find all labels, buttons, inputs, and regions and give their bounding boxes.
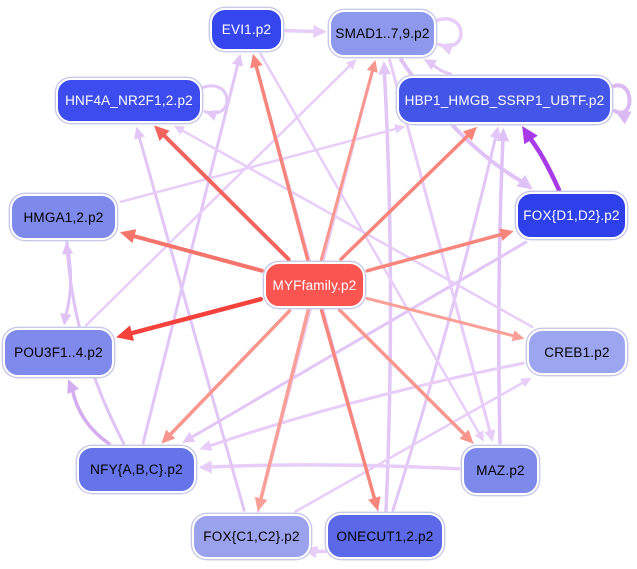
edge: [430, 62, 453, 76]
edge: [391, 133, 498, 512]
node-label: MYFfamily.p2: [272, 277, 357, 293]
edge: [365, 296, 517, 338]
edge: [70, 387, 111, 446]
node-label: HBP1_HMGB_SSRP1_UBTF.p2: [404, 92, 605, 108]
edge-arrowhead: [499, 228, 514, 241]
edge: [497, 136, 505, 445]
edge-arrowhead: [366, 59, 378, 73]
edge-arrowhead: [198, 460, 212, 474]
edge: [337, 308, 468, 438]
node-evi1[interactable]: EVI1.p2: [210, 8, 283, 51]
node-maz[interactable]: MAZ.p2: [462, 446, 539, 495]
edge: [339, 132, 471, 261]
edge-arrowhead: [173, 125, 186, 135]
edge: [160, 132, 291, 262]
node-hmga1[interactable]: HMGA1,2.p2: [10, 194, 117, 240]
edge: [608, 83, 632, 115]
node-label: ONECUT1,2.p2: [336, 528, 434, 544]
node-onecut[interactable]: ONECUT1,2.p2: [326, 513, 444, 559]
node-label: SMAD1..7,9.p2: [335, 26, 430, 41]
edge-arrowhead: [511, 330, 525, 342]
edge-arrowhead: [516, 174, 533, 190]
edge: [382, 70, 393, 513]
edge: [127, 296, 263, 337]
node-label: MAZ.p2: [476, 463, 525, 478]
edge-arrowhead: [313, 25, 327, 38]
edge-arrowhead: [134, 126, 145, 140]
node-pou3f[interactable]: POU3F1..4.p2: [3, 328, 114, 377]
edge-arrowhead: [119, 229, 137, 244]
node-label: NFY{A,B,C}.p2: [90, 462, 183, 477]
edge: [365, 232, 505, 273]
node-label: POU3F1..4.p2: [14, 345, 103, 360]
edge-arrowhead: [368, 496, 381, 511]
edge-arrowhead: [60, 313, 72, 326]
edge-arrowhead: [378, 61, 391, 75]
node-myf[interactable]: MYFfamily.p2: [264, 262, 365, 308]
edge-arrowhead: [182, 432, 196, 443]
edge-arrowhead: [474, 430, 484, 442]
edge-arrowhead: [489, 126, 501, 140]
edge-arrowhead: [67, 379, 80, 394]
edge: [188, 240, 528, 440]
edge-arrowhead: [254, 496, 268, 512]
edge-arrowhead: [615, 111, 632, 125]
edge-arrowhead: [62, 242, 74, 255]
node-foxc[interactable]: FOX{C1,C2}.p2: [192, 514, 311, 559]
edge-arrowhead: [394, 124, 406, 134]
edge-arrowhead: [459, 429, 474, 444]
edge: [167, 309, 292, 438]
edge: [137, 134, 246, 512]
edge-arrowhead: [232, 53, 244, 67]
edge: [207, 463, 461, 471]
edge-arrowhead: [250, 53, 263, 69]
edge: [258, 308, 310, 503]
node-nfy[interactable]: NFY{A,B,C}.p2: [77, 446, 196, 493]
node-smad[interactable]: SMAD1..7,9.p2: [329, 10, 436, 57]
edge-arrowhead: [161, 429, 176, 444]
edge: [319, 67, 375, 262]
edge-arrowhead: [423, 59, 437, 70]
edge-arrowhead: [520, 377, 532, 388]
node-label: HMGA1,2.p2: [23, 209, 104, 225]
node-foxd[interactable]: FOX{D1,D2}.p2: [516, 192, 627, 239]
edge: [283, 28, 318, 34]
edge-arrowhead: [439, 42, 454, 56]
edge: [119, 127, 400, 204]
edge: [294, 380, 526, 513]
node-label: HNF4A_NR2F1,2.p2: [65, 93, 193, 108]
edge-arrowhead: [116, 325, 135, 341]
edge-arrowhead: [154, 125, 170, 142]
edge: [84, 63, 353, 327]
node-label: FOX{D1,D2}.p2: [523, 208, 620, 223]
edge-arrowhead: [522, 126, 538, 145]
node-hbp1[interactable]: HBP1_HMGB_SSRP1_UBTF.p2: [397, 76, 612, 124]
edge-arrowhead: [484, 429, 496, 443]
edge-arrowhead: [462, 126, 477, 141]
edge: [259, 52, 482, 437]
edge: [254, 62, 310, 262]
node-label: FOX{C1,C2}.p2: [203, 529, 300, 544]
edge-arrowhead: [199, 440, 213, 451]
node-hnf4a[interactable]: HNF4A_NR2F1,2.p2: [56, 78, 202, 123]
edge: [206, 361, 525, 448]
edge: [198, 84, 229, 115]
node-label: EVI1.p2: [221, 22, 272, 37]
node-label: CREB1.p2: [544, 344, 610, 360]
edge: [179, 128, 534, 329]
edge-arrowhead: [205, 110, 219, 121]
node-creb1[interactable]: CREB1.p2: [527, 329, 627, 375]
edge: [319, 308, 377, 503]
edge: [129, 233, 264, 273]
edge: [527, 135, 562, 192]
edge-arrowhead: [345, 59, 357, 70]
edge: [432, 17, 463, 48]
